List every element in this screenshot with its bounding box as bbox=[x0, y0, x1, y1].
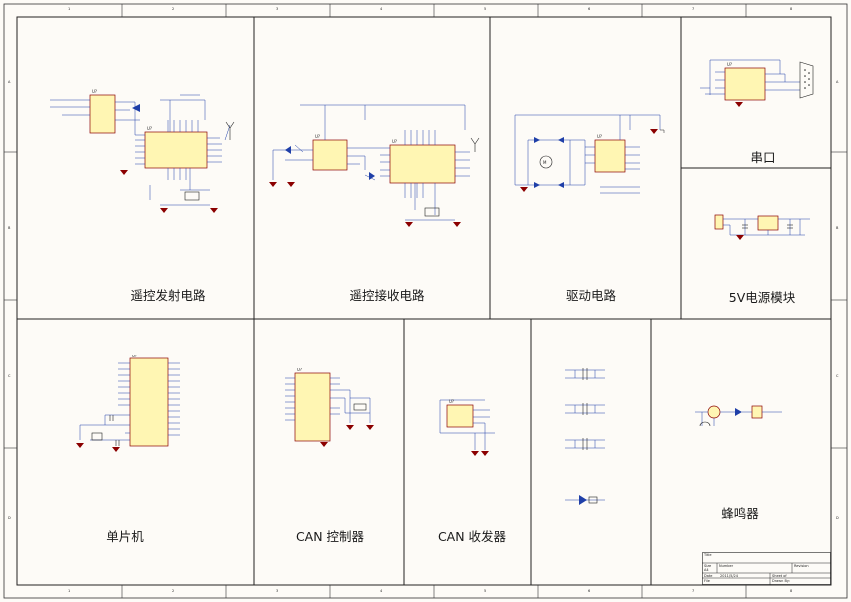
block-label-mcu: 单片机 bbox=[106, 529, 144, 544]
misc-schematic bbox=[565, 368, 605, 505]
title-block-revision: Revision bbox=[794, 564, 809, 568]
title-block-size: Size bbox=[704, 564, 712, 568]
svg-text:U?: U? bbox=[597, 134, 602, 139]
title-block-date-value: 2011/5/24 bbox=[720, 574, 738, 578]
column-tick: 8 bbox=[790, 589, 793, 593]
row-tick: B bbox=[836, 226, 839, 230]
row-tick: D bbox=[836, 516, 839, 520]
mcu-schematic: U? bbox=[76, 355, 180, 452]
column-tick: 3 bbox=[276, 589, 279, 593]
row-tick: B bbox=[8, 226, 11, 230]
block-label-remote-tx: 遥控发射电路 bbox=[130, 288, 206, 303]
column-tick: 2 bbox=[172, 7, 175, 11]
title-block bbox=[702, 552, 831, 585]
block-label-uart: 串口 bbox=[750, 150, 776, 165]
svg-text:U?: U? bbox=[315, 134, 320, 139]
column-tick: 8 bbox=[790, 7, 793, 11]
column-tick: 1 bbox=[68, 7, 71, 11]
power-schematic bbox=[714, 214, 810, 240]
uart-schematic: U? bbox=[700, 59, 814, 107]
row-tick: C bbox=[836, 374, 839, 378]
title-block-number: Number bbox=[719, 564, 734, 568]
column-tick: 3 bbox=[276, 7, 279, 11]
column-tick: 1 bbox=[68, 589, 71, 593]
buzzer-schematic bbox=[695, 405, 782, 427]
column-tick: 4 bbox=[380, 7, 383, 11]
drive-schematic: M U? bbox=[514, 114, 665, 194]
row-tick: A bbox=[836, 80, 839, 84]
block-label-buzzer: 蜂鸣器 bbox=[721, 506, 759, 521]
svg-text:U?: U? bbox=[727, 62, 732, 67]
can-transceiver-schematic: U? bbox=[439, 399, 495, 456]
title-block-date: Date bbox=[704, 574, 713, 578]
column-tick: 2 bbox=[172, 589, 175, 593]
svg-text:U?: U? bbox=[297, 368, 302, 372]
svg-text:U?: U? bbox=[147, 126, 152, 131]
title-block-sheet: Sheet of bbox=[772, 574, 787, 578]
svg-text:U?: U? bbox=[92, 89, 97, 94]
column-tick: 6 bbox=[588, 589, 591, 593]
block-label-power: 5V电源模块 bbox=[728, 290, 796, 305]
title-block-size-value: A4 bbox=[704, 568, 709, 572]
column-tick: 6 bbox=[588, 7, 591, 11]
title-block-drawn-by: Drawn By: bbox=[772, 579, 790, 583]
row-tick: D bbox=[8, 516, 11, 520]
row-tick: A bbox=[8, 80, 11, 84]
column-tick: 7 bbox=[692, 589, 695, 593]
block-label-can-transceiver: CAN 收发器 bbox=[437, 529, 507, 544]
can-controller-schematic: U? bbox=[285, 368, 374, 447]
column-tick: 4 bbox=[380, 589, 383, 593]
svg-text:U?: U? bbox=[132, 355, 137, 358]
remote-rx-schematic: U? U? bbox=[269, 104, 480, 227]
title-block-title: Title bbox=[704, 553, 712, 557]
block-label-drive: 驱动电路 bbox=[565, 288, 617, 303]
remote-tx-schematic: U? U? bbox=[50, 89, 235, 213]
block-label-can-controller: CAN 控制器 bbox=[295, 529, 365, 544]
svg-text:M: M bbox=[543, 160, 547, 165]
column-tick: 7 bbox=[692, 7, 695, 11]
column-tick: 5 bbox=[484, 7, 487, 11]
block-label-remote-rx: 遥控接收电路 bbox=[349, 288, 425, 303]
column-tick: 5 bbox=[484, 589, 487, 593]
title-block-file: File bbox=[704, 579, 710, 583]
row-tick: C bbox=[8, 374, 11, 378]
svg-text:U?: U? bbox=[449, 399, 454, 404]
svg-text:U?: U? bbox=[392, 139, 397, 144]
